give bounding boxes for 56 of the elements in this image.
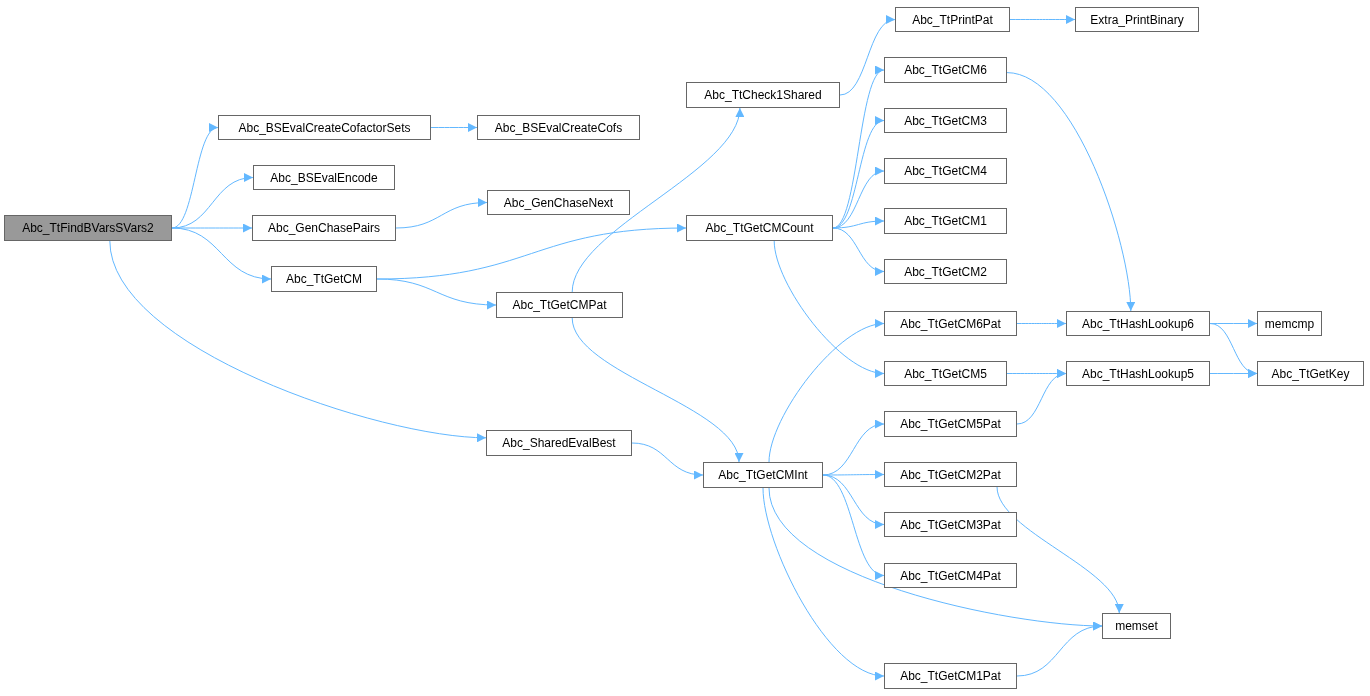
function-box: Abc_TtGetCM2Pat: [884, 462, 1017, 487]
function-box: Abc_TtGetCM: [271, 266, 377, 292]
call-arrow: [832, 227, 885, 275]
call-arrow: [571, 317, 742, 463]
call-arrow: [631, 442, 704, 479]
function-box: Abc_TtHashLookup5: [1066, 361, 1210, 386]
call-arrow: [430, 123, 478, 132]
function-box: Abc_BSEvalEncode: [253, 165, 395, 190]
function-box: Abc_TtGetCM2: [884, 259, 1007, 284]
call-arrow: [376, 278, 497, 310]
call-arrow: [109, 240, 487, 442]
function-box: Abc_TtGetCMCount: [686, 215, 833, 241]
call-arrow: [762, 487, 885, 679]
function-box: Abc_TtGetCMInt: [703, 462, 823, 488]
function-box: Abc_TtHashLookup6: [1066, 311, 1210, 336]
function-box: Abc_TtGetKey: [1257, 361, 1364, 386]
function-box: memcmp: [1257, 311, 1322, 336]
function-box: Abc_BSEvalCreateCofs: [477, 115, 640, 140]
function-box: Abc_TtGetCM6: [884, 57, 1007, 83]
function-box: Abc_TtGetCM3: [884, 108, 1007, 133]
function-box: Abc_TtGetCMPat: [496, 292, 623, 318]
function-box: Abc_SharedEvalBest: [486, 430, 632, 456]
call-arrow: [395, 198, 488, 229]
call-arrow: [1016, 622, 1103, 677]
function-box: Abc_TtGetCM3Pat: [884, 512, 1017, 537]
function-box: Abc_GenChasePairs: [252, 215, 396, 241]
call-arrow: [996, 486, 1122, 614]
function-box: Abc_GenChaseNext: [487, 190, 630, 215]
function-box: Abc_TtGetCM4: [884, 158, 1007, 184]
call-arrow: [832, 216, 885, 229]
function-box: Abc_TtPrintPat: [895, 7, 1010, 32]
call-arrow: [1006, 72, 1135, 312]
call-arrow: [1016, 319, 1067, 328]
function-box: memset: [1102, 613, 1171, 639]
call-arrow: [768, 320, 885, 463]
call-arrow: [571, 107, 743, 293]
function-box: Abc_TtGetCM1: [884, 208, 1007, 234]
function-box: Abc_TtGetCM5: [884, 361, 1007, 386]
call-arrow: [1016, 370, 1067, 425]
function-box: Abc_TtGetCM1Pat: [884, 663, 1017, 689]
call-arrow: [1009, 15, 1076, 24]
call-arrow: [773, 240, 885, 377]
function-box: Abc_TtGetCM6Pat: [884, 311, 1017, 336]
call-arrow: [171, 227, 272, 283]
function-box: Extra_PrintBinary: [1075, 7, 1199, 32]
call-arrow: [822, 470, 885, 479]
call-arrow: [839, 17, 896, 96]
call-arrow: [1209, 369, 1258, 378]
function-box: Abc_TtGetCM5Pat: [884, 411, 1017, 437]
function-box: Abc_TtGetCM4Pat: [884, 563, 1017, 588]
function-box: Abc_TtFindBVarsSVars2: [4, 215, 172, 241]
call-arrow: [822, 474, 885, 578]
call-arrow: [171, 174, 254, 229]
call-arrow: [376, 223, 687, 280]
function-box: Abc_TtCheck1Shared: [686, 82, 840, 108]
function-box: Abc_BSEvalCreateCofactorSets: [218, 115, 431, 140]
